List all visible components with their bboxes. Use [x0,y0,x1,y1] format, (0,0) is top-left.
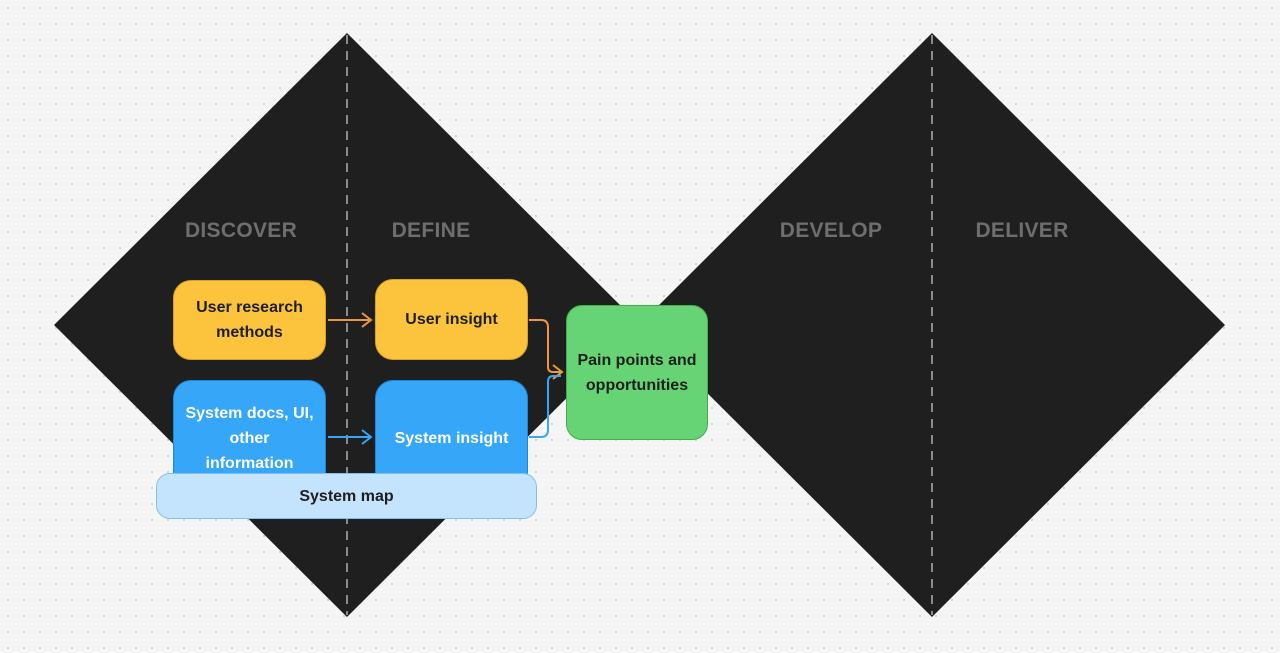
system-map-node: System map [156,473,537,519]
phase-develop: DEVELOP [779,219,883,242]
arrow-system-docs-to-insight [328,429,373,445]
phase-discover: DISCOVER [184,219,298,242]
user-research-node: User research methods [173,280,326,360]
phase-deliver: DELIVER [975,219,1069,242]
arrow-system-insight-to-pain-points [529,375,561,438]
phase-define: DEFINE [391,219,471,242]
pain-points-node: Pain points and opportunities [566,305,708,440]
system-docs-node: System docs, UI, other information [173,380,326,490]
arrow-user-research-to-insight [328,312,373,328]
user-insight-node: User insight [375,279,528,360]
system-insight-node: System insight [375,380,528,490]
